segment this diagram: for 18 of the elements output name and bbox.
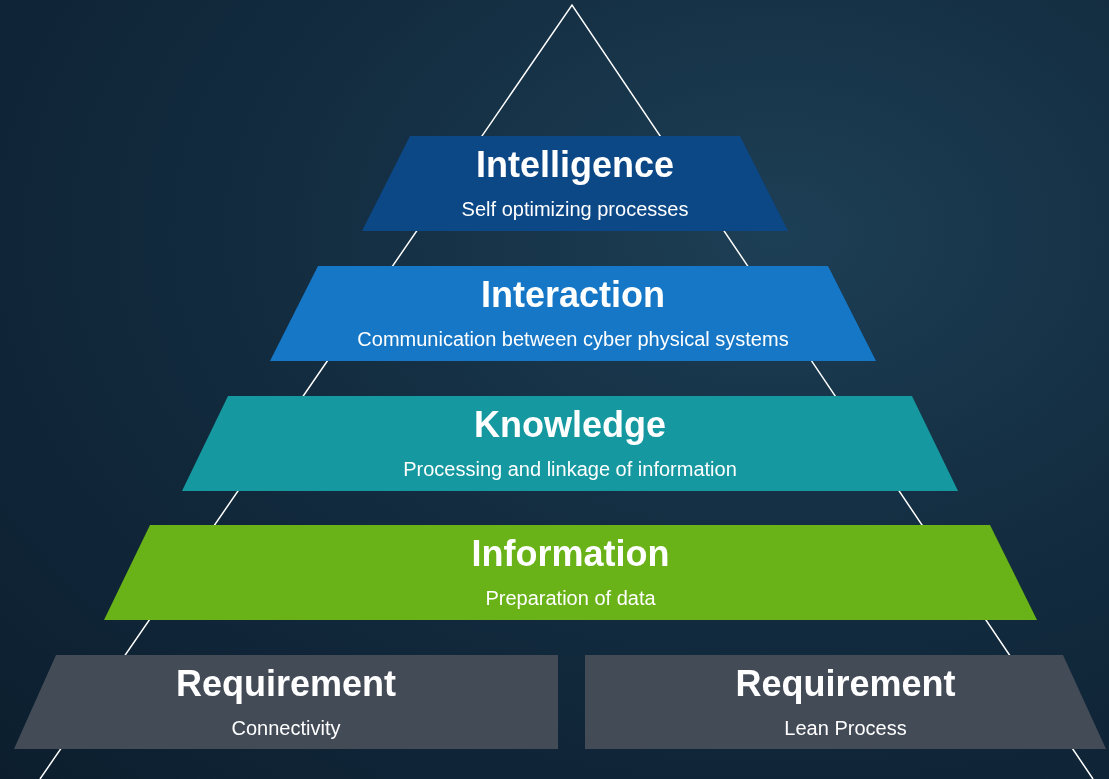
tier-title: Knowledge	[474, 404, 666, 445]
pyramid-tier	[182, 396, 958, 491]
tier-title: Interaction	[481, 274, 665, 315]
tier-description: Lean Process	[784, 717, 907, 739]
pyramid-tier	[362, 136, 788, 231]
pyramid-tier	[585, 655, 1106, 749]
tier-description: Connectivity	[231, 717, 341, 739]
pyramid-tier	[104, 525, 1037, 620]
tier-title: Requirement	[735, 663, 956, 704]
tier-title: Requirement	[175, 663, 396, 704]
pyramid-tier	[14, 655, 558, 749]
tier-description: Processing and linkage of information	[403, 458, 737, 480]
tier-description: Communication between cyber physical systems	[357, 328, 789, 350]
pyramid-tier	[270, 266, 876, 361]
tier-title: Intelligence	[475, 144, 675, 185]
tier-description: Self optimizing processes	[461, 198, 689, 220]
tier-title: Information	[471, 533, 670, 574]
tier-description: Preparation of data	[485, 587, 656, 609]
